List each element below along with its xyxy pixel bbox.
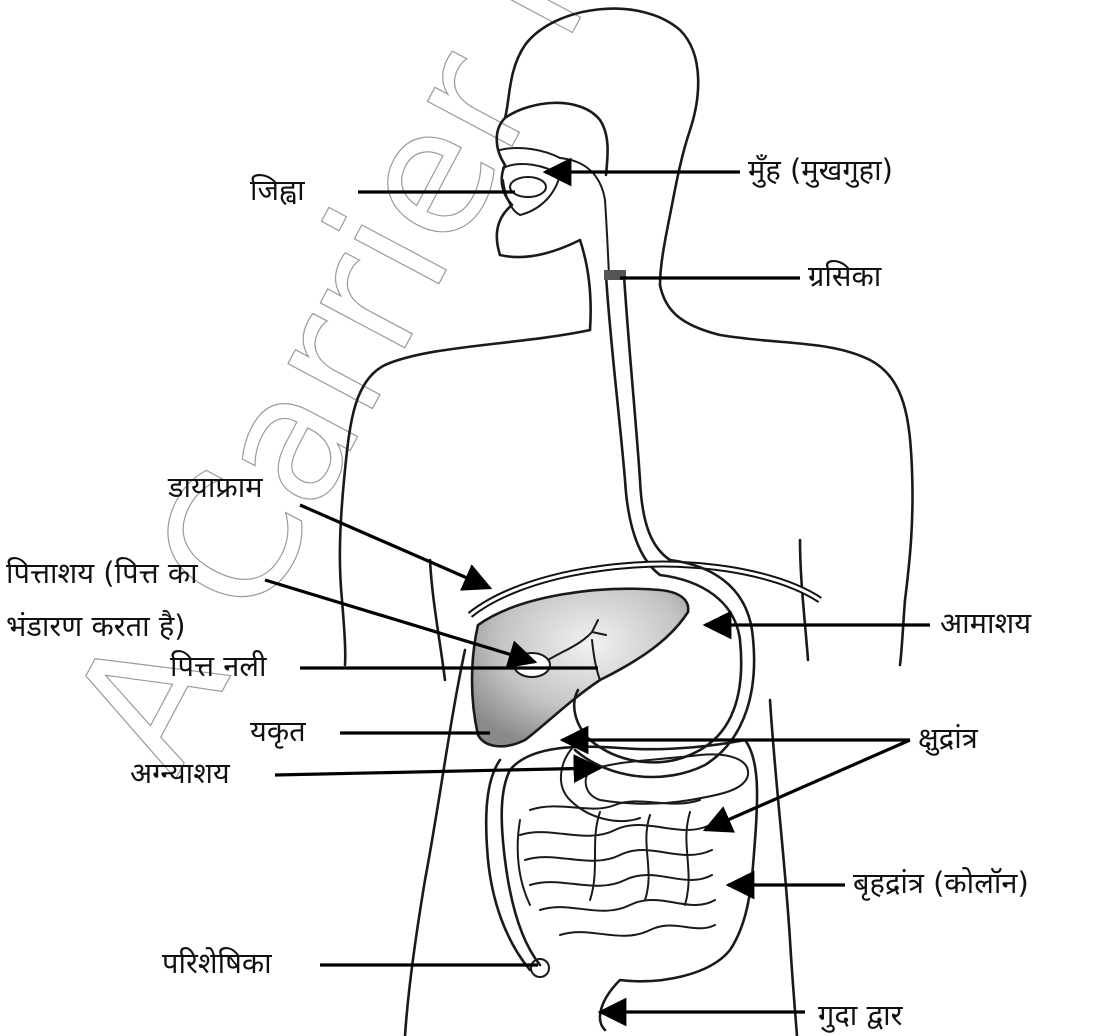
label-large-intestine: बृहद्रांत्र (कोलॉन) — [853, 866, 1029, 901]
label-diaphragm: डायाफ्राम — [167, 470, 263, 504]
label-tongue: जिह्वा — [250, 173, 305, 207]
appendix-shape — [531, 959, 549, 977]
oesophagus-left-wall — [606, 275, 660, 575]
left-arm-line — [430, 560, 445, 680]
right-shoulder-outline — [660, 285, 913, 665]
label-stomach: आमाशय — [940, 606, 1032, 640]
label-mouth: मुँह (मुखगुहा) — [748, 153, 893, 188]
label-bile-duct: पित्त नली — [170, 649, 267, 683]
chin-neck-outline — [500, 240, 591, 330]
left-waist-outline — [405, 650, 465, 1036]
label-oesophagus: ग्रसिका — [808, 259, 882, 293]
pancreas-pointer — [275, 768, 600, 775]
label-anus: गुदा द्वार — [818, 998, 904, 1033]
small-intestine-pointer-2 — [705, 740, 910, 830]
label-pancreas: अग्न्याशय — [130, 756, 231, 790]
label-gallbladder-line2: भंडारण करता है) — [6, 609, 186, 643]
right-arm-line — [800, 540, 808, 660]
right-waist-outline — [770, 700, 797, 1036]
duodenum — [561, 745, 640, 821]
colon-shape — [502, 740, 757, 1030]
label-liver: यकृत — [250, 714, 306, 749]
label-appendix: परिशेषिका — [162, 946, 272, 980]
label-gallbladder-line1: पित्ताशय (पित्त का — [6, 556, 198, 590]
label-small-intestine: क्षुद्रांत्र — [918, 721, 979, 756]
